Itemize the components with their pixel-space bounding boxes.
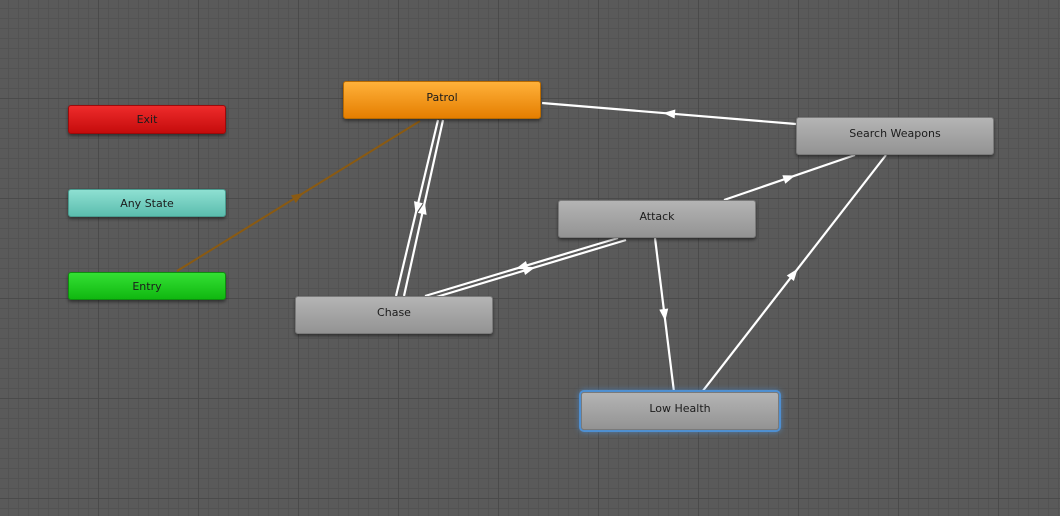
- entry-node[interactable]: Entry: [68, 272, 226, 300]
- state-search-weapons-label: Search Weapons: [849, 126, 941, 140]
- exit-node[interactable]: Exit: [68, 105, 226, 134]
- arrow-icon-attack-to-search-weapons: [782, 175, 796, 184]
- any-state-node-label: Any State: [120, 196, 174, 210]
- state-low-health-label: Low Health: [649, 401, 711, 415]
- state-patrol[interactable]: Patrol: [343, 81, 541, 119]
- arrow-icon-search-weapons-to-patrol: [663, 109, 676, 119]
- arrow-icon-low-health-to-search-weapons: [786, 268, 798, 281]
- arrow-icon-patrol-to-chase: [414, 201, 423, 214]
- arrow-icon-chase-to-attack: [522, 266, 536, 276]
- state-attack[interactable]: Attack: [558, 200, 756, 238]
- state-chase-label: Chase: [377, 305, 411, 319]
- state-search-weapons[interactable]: Search Weapons: [796, 117, 994, 155]
- any-state-node[interactable]: Any State: [68, 189, 226, 217]
- arrow-icon-attack-to-low-health: [659, 308, 669, 321]
- state-patrol-label: Patrol: [426, 90, 458, 104]
- state-low-health[interactable]: Low Health: [581, 392, 779, 430]
- arrow-icon-entry-to-patrol: [291, 192, 304, 203]
- state-attack-label: Attack: [639, 209, 675, 223]
- state-chase[interactable]: Chase: [295, 296, 493, 334]
- entry-node-label: Entry: [132, 279, 162, 293]
- exit-node-label: Exit: [136, 113, 158, 126]
- arrow-icon-chase-to-patrol: [417, 202, 427, 215]
